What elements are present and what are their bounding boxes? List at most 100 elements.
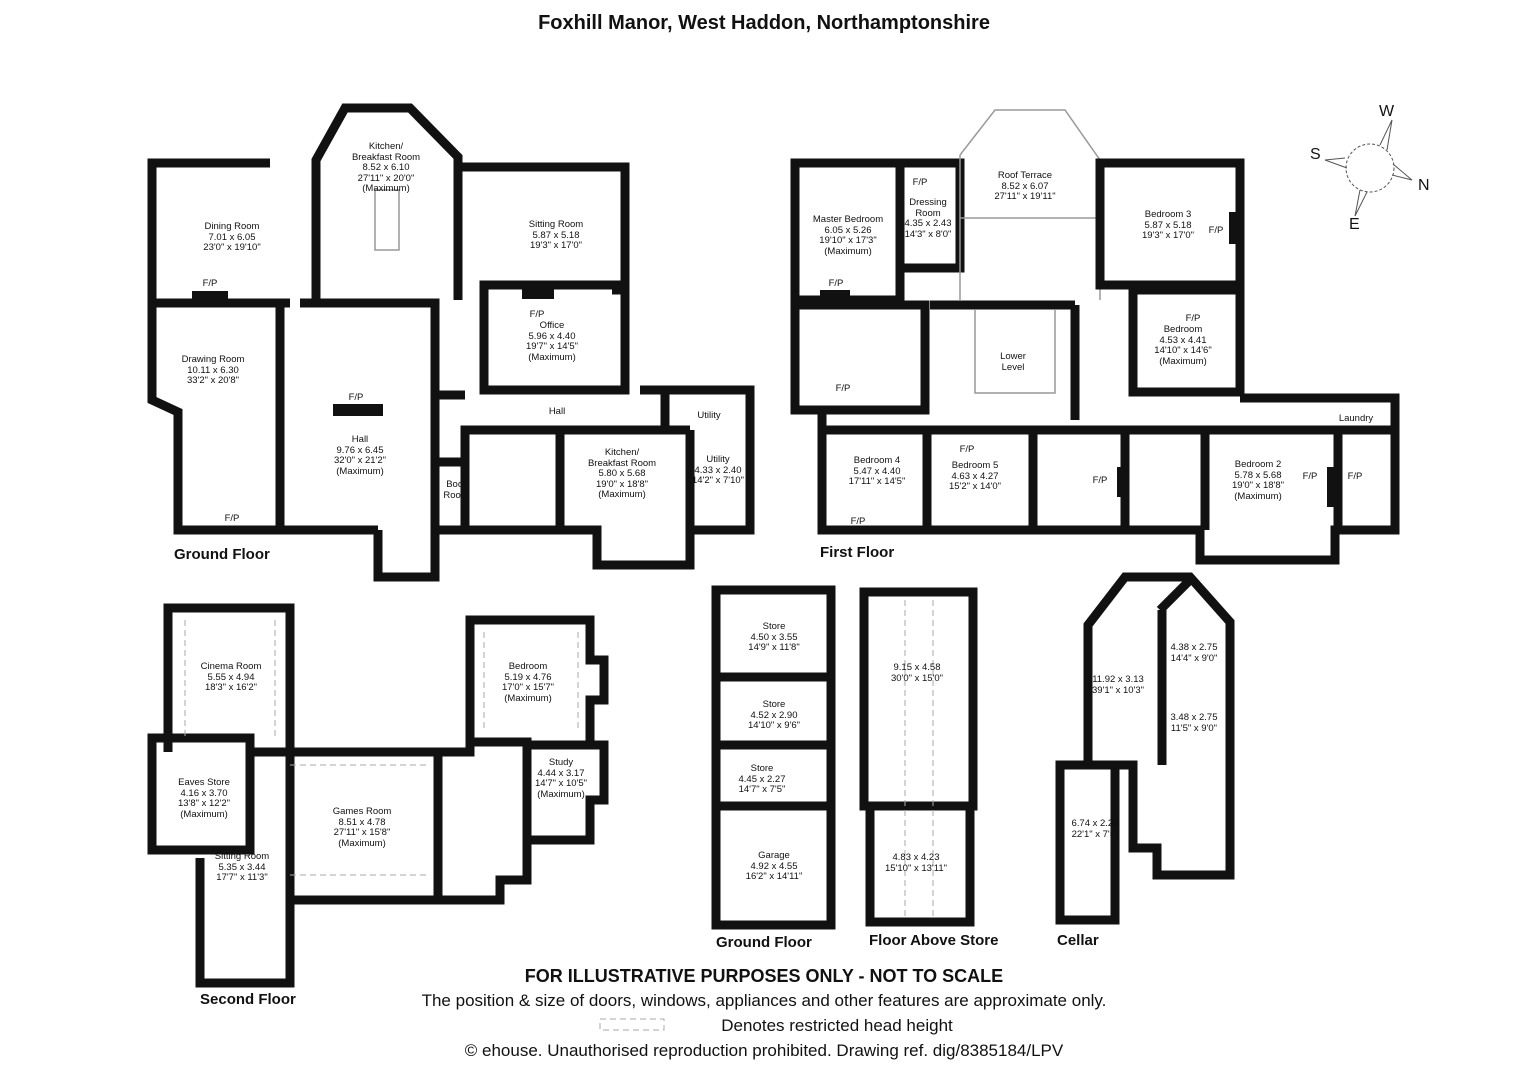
outbuilding-walls	[711, 572, 1235, 930]
room-label-line: Garage	[758, 850, 790, 861]
fireplace-label: F/P	[1347, 471, 1363, 482]
room-label-line: Master Bedroom	[812, 214, 884, 225]
room-label-line: 5.55 x 4.94	[207, 671, 255, 683]
fireplace-label: F/P	[912, 177, 928, 188]
room-label-line: Cinema Room	[200, 661, 262, 672]
room-label-line: 6.05 x 5.26	[824, 224, 872, 236]
room-label-line: 4.16 x 3.70	[180, 787, 228, 799]
fireplace-label: F/P	[529, 309, 545, 320]
room-label-line: 17'7" x 11'3"	[216, 872, 268, 883]
room-label-line: 14'2" x 7'10"	[691, 475, 745, 486]
floor-label-outbuilding-ground: Ground Floor	[716, 934, 812, 951]
room-label-line: 4.53 x 4.41	[1159, 334, 1207, 346]
room-label-line: (Maximum)	[598, 489, 646, 500]
floor-label-second: Second Floor	[200, 991, 296, 1008]
room-label-line: 5.78 x 5.68	[1234, 469, 1282, 481]
room-label-line: Level	[1001, 361, 1025, 373]
second-floor-walls	[147, 603, 609, 988]
room-label-line: 3.48 x 2.75	[1170, 712, 1218, 723]
compass-west: W	[1379, 103, 1395, 120]
room-label-line: Hall	[351, 434, 369, 445]
room-label-line: 14'9" x 11'8"	[748, 642, 800, 653]
room-label-line: 10.11 x 6.30	[187, 364, 239, 376]
room-label-line: Office	[539, 320, 565, 331]
room-label-line: 17'0" x 15'7"	[501, 682, 555, 693]
room-label-line: 5.47 x 4.40	[853, 465, 901, 477]
disclaimer: FOR ILLUSTRATIVE PURPOSES ONLY - NOT TO …	[524, 966, 1004, 986]
room-label-line: 4.45 x 2.27	[738, 773, 786, 785]
room-label-line: 9.76 x 6.45	[336, 444, 384, 456]
room-label-line: 5.87 x 5.18	[532, 229, 580, 241]
fireplace-label: F/P	[828, 278, 844, 289]
room-label-line: Room	[915, 207, 941, 219]
room-label-line: Store	[750, 763, 774, 774]
room-label-line: 27'11" x 15'8"	[333, 827, 391, 838]
room-label-line: (Maximum)	[824, 245, 872, 257]
room-label-line: 33'2" x 20'8"	[186, 375, 240, 386]
room-label-line: Bedroom	[1163, 324, 1203, 335]
room-label-line: 5.19 x 4.76	[504, 671, 552, 683]
room-label-line: 22'1" x 7'5"	[1071, 828, 1119, 840]
room-label-line: 8.51 x 4.78	[338, 816, 386, 828]
room-label-line: Games Room	[332, 806, 392, 817]
room-label-line: Breakfast Room	[587, 457, 657, 469]
room-label-line: Roof Terrace	[997, 170, 1053, 181]
fireplace-label: F/P	[959, 444, 975, 455]
room-label-line: Bedroom 4	[853, 455, 901, 466]
room-label-line: 7.01 x 6.05	[208, 231, 256, 243]
room-label-line: 5.80 x 5.68	[598, 468, 646, 479]
room-label-line: 15'2" x 14'0"	[948, 481, 1002, 492]
room-label-line: 14'3" x 8'0"	[904, 228, 952, 240]
room-label-line: 8.52 x 6.10	[362, 162, 410, 173]
room-label-line: (Maximum)	[528, 351, 576, 363]
plan-title: Foxhill Manor, West Haddon, Northamptons…	[538, 12, 990, 34]
room-label-line: 4.52 x 2.90	[750, 709, 798, 721]
room-label-line: Sitting Room	[214, 851, 270, 862]
fireplace-label: F/P	[835, 383, 851, 394]
room-label-line: 30'0" x 15'0"	[890, 672, 944, 684]
room-label-line: Drawing Room	[181, 354, 245, 365]
fireplace-label: F/P	[348, 392, 364, 403]
room-label-line: (Maximum)	[504, 692, 552, 704]
room-label-line: Store	[762, 621, 786, 632]
legend-text: Denotes restricted head height	[721, 1016, 953, 1035]
room-label-line: Bedroom 3	[1144, 209, 1192, 220]
room-label-line: 4.83 x 4.23	[892, 852, 940, 863]
room-label-line: 14'10" x 9'6"	[747, 720, 801, 731]
room-label-line: Store	[762, 699, 786, 710]
room-label-line: 14'10" x 14'6"	[1154, 345, 1212, 356]
fireplace-label: F/P	[202, 278, 218, 289]
room-label-line: Room	[443, 489, 469, 501]
room-label-line: 19'0" x 18'8"	[1231, 480, 1285, 491]
room-label-line: 19'7" x 14'5"	[525, 341, 579, 352]
room-label-line: 23'0" x 19'10"	[203, 242, 261, 253]
compass-north: N	[1418, 177, 1430, 194]
compass-south: S	[1310, 146, 1321, 163]
room-label-line: 19'10" x 17'3"	[819, 235, 877, 246]
room-label-line: 11'5" x 9'0"	[1170, 722, 1218, 734]
floor-label-first: First Floor	[820, 544, 895, 561]
room-label-line: 14'4" x 9'0"	[1170, 652, 1218, 664]
room-label-line: Kitchen/	[604, 447, 640, 458]
